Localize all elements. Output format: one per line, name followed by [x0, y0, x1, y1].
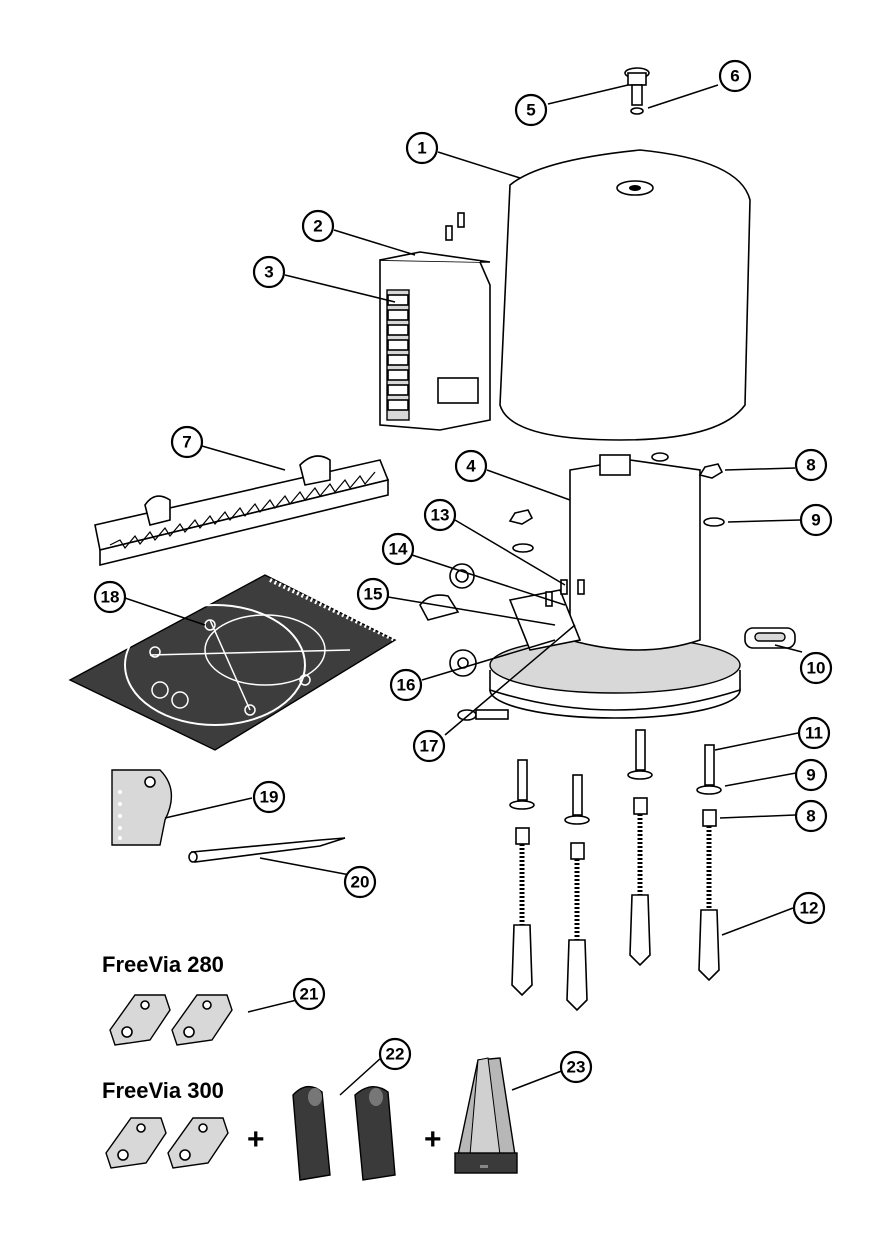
callout-9-lower: 9 — [794, 758, 828, 792]
svg-text:2: 2 — [313, 217, 322, 236]
svg-text:8: 8 — [806, 807, 815, 826]
svg-text:20: 20 — [351, 873, 370, 892]
motor-body — [489, 452, 741, 719]
callout-6: 6 — [718, 59, 752, 93]
callout-13: 13 — [423, 498, 457, 532]
svg-text:18: 18 — [101, 588, 120, 607]
gear-rack — [94, 455, 390, 567]
callout-23: 23 — [559, 1050, 593, 1084]
callout-8-lower: 8 — [794, 799, 828, 833]
svg-text:13: 13 — [431, 506, 450, 525]
cover-plug — [744, 627, 796, 649]
svg-text:22: 22 — [386, 1045, 405, 1064]
svg-text:16: 16 — [397, 676, 416, 695]
remote-control — [167, 1117, 229, 1169]
motor-nut — [508, 509, 534, 525]
svg-text:11: 11 — [805, 724, 823, 743]
motor-washer — [512, 543, 534, 553]
model-label-freevia-280: FreeVia 280 — [102, 952, 224, 977]
svg-text:15: 15 — [364, 585, 383, 604]
svg-text:4: 4 — [466, 457, 476, 476]
callout-7: 7 — [170, 425, 204, 459]
callout-17: 17 — [412, 729, 446, 763]
svg-text:8: 8 — [806, 456, 815, 475]
callout-4: 4 — [454, 449, 488, 483]
callout-2: 2 — [301, 209, 335, 243]
cover-screw — [624, 67, 650, 106]
callout-12: 12 — [792, 891, 826, 925]
callout-19: 19 — [252, 780, 286, 814]
svg-text:23: 23 — [567, 1058, 586, 1077]
flashing-light — [454, 1057, 518, 1174]
plus-sign: + — [424, 1123, 442, 1156]
svg-text:12: 12 — [800, 899, 819, 918]
callout-16: 16 — [389, 668, 423, 702]
leader-lines — [124, 84, 803, 1096]
callout-11: 11 — [797, 716, 831, 750]
control-board — [379, 251, 491, 431]
svg-text:17: 17 — [420, 737, 439, 756]
callout-20: 20 — [343, 865, 377, 899]
callout-3: 3 — [252, 255, 286, 289]
cover-washer — [630, 107, 644, 115]
svg-text:9: 9 — [811, 511, 820, 530]
svg-text:19: 19 — [260, 788, 279, 807]
board-screws — [445, 212, 465, 241]
callout-15: 15 — [356, 577, 390, 611]
svg-text:14: 14 — [389, 540, 408, 559]
nut-8 — [698, 463, 724, 479]
motor-cover — [499, 149, 751, 441]
drilling-template — [68, 574, 397, 751]
plus-sign: + — [247, 1123, 265, 1156]
callout-8: 8 — [794, 448, 828, 482]
svg-text:21: 21 — [300, 985, 319, 1004]
callout-21: 21 — [292, 977, 326, 1011]
callout-5: 5 — [514, 93, 548, 127]
remote-control — [105, 1117, 167, 1169]
svg-text:10: 10 — [807, 659, 826, 678]
callout-1: 1 — [405, 131, 439, 165]
svg-text:7: 7 — [182, 433, 191, 452]
svg-text:6: 6 — [730, 67, 739, 86]
svg-text:1: 1 — [417, 139, 426, 158]
anchor-bolts — [509, 729, 722, 1012]
svg-text:9: 9 — [806, 766, 815, 785]
photocell — [292, 1086, 331, 1181]
callout-10: 10 — [799, 651, 833, 685]
model-label-freevia-300: FreeVia 300 — [102, 1078, 224, 1103]
remote-control — [171, 994, 233, 1046]
callout-14: 14 — [381, 532, 415, 566]
svg-text:5: 5 — [526, 101, 535, 120]
callout-22: 22 — [378, 1037, 412, 1071]
svg-text:3: 3 — [264, 263, 273, 282]
cable-clamp — [419, 594, 460, 621]
label-plate — [111, 769, 173, 846]
callout-9: 9 — [799, 503, 833, 537]
callout-18: 18 — [93, 580, 127, 614]
stylus — [188, 837, 346, 863]
photocell — [354, 1086, 396, 1181]
washer-9 — [703, 517, 725, 527]
remote-control — [109, 994, 171, 1046]
